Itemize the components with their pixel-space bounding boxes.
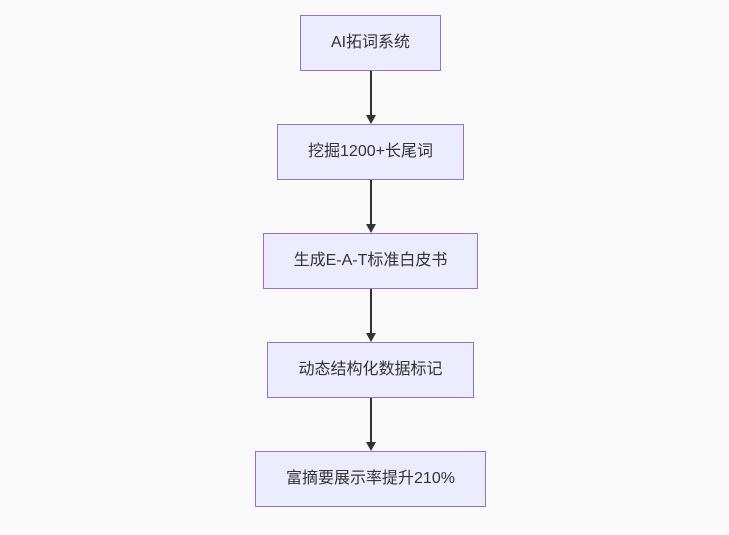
flow-edge-arrow [365,398,376,451]
flow-node-label: 富摘要展示率提升210% [286,470,455,488]
arrowhead-down-icon [365,224,376,233]
arrowhead-down-icon [365,442,376,451]
flow-edge-arrow [365,71,376,124]
flowchart: AI拓词系统 挖掘1200+长尾词 生成E-A-T标准白皮书 动态结构化数据标记… [6,0,729,507]
flow-node: 富摘要展示率提升210% [255,451,486,507]
flow-node: 生成E-A-T标准白皮书 [262,233,479,289]
flow-node: AI拓词系统 [299,15,442,71]
flow-node: 动态结构化数据标记 [267,342,474,398]
flow-node-label: 生成E-A-T标准白皮书 [293,252,448,270]
arrowhead-down-icon [365,115,376,124]
flow-node-label: 动态结构化数据标记 [298,361,443,379]
flow-node-label: 挖掘1200+长尾词 [308,143,433,161]
flow-node: 挖掘1200+长尾词 [277,124,464,180]
arrow-line [369,180,372,224]
arrow-line [369,398,372,442]
flow-edge-arrow [365,289,376,342]
flow-node-label: AI拓词系统 [330,34,411,52]
arrow-line [369,71,372,115]
arrowhead-down-icon [365,333,376,342]
flow-edge-arrow [365,180,376,233]
arrow-line [369,289,372,333]
